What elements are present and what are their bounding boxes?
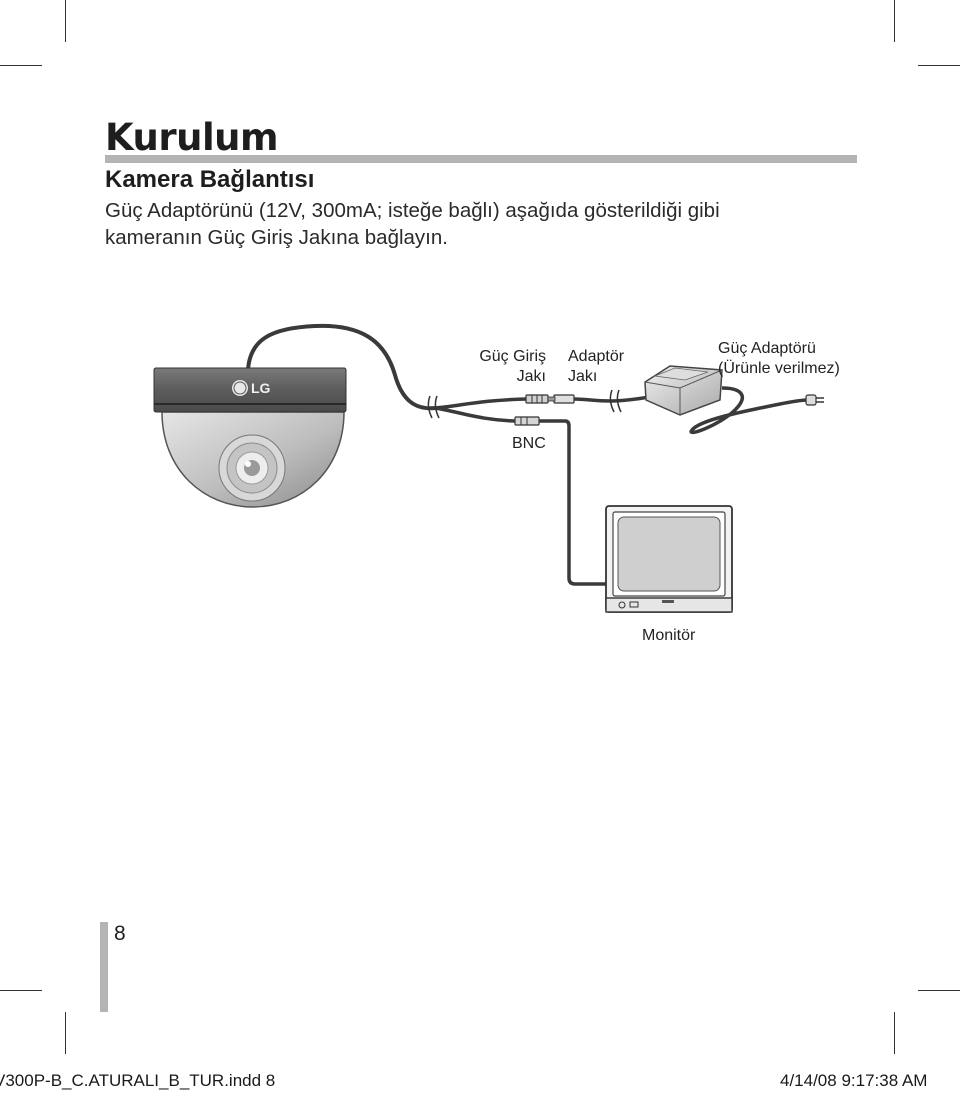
mains-cord [689,386,809,435]
slug-timestamp: 4/14/08 9:17:38 AM [780,1071,928,1090]
camera-brand-label: LG [251,380,271,396]
crop-mark [894,1012,895,1054]
camera-cable [246,323,436,411]
power-input-jack-label: Güç Giriş [479,348,546,365]
crop-mark [0,990,42,991]
connection-diagram: LG [153,323,840,644]
power-adapter-label: (Ürünle verilmez) [718,359,840,377]
crop-mark [65,0,66,42]
cable-break-icon [609,389,615,413]
slug-file-info: V300P-B_C.ATURALI_B_TUR.indd 8 [0,1071,276,1090]
video-cable [539,419,606,586]
section-heading: Kamera Bağlantısı [105,166,315,193]
power-input-jack-label: Jakı [517,368,546,385]
crop-mark [894,0,895,42]
adapter-jack-label: Adaptör [568,348,625,365]
body-text-line: kameranın Güç Giriş Jakına bağlayın. [105,226,448,249]
crop-mark [918,990,960,991]
bnc-connector-icon [514,416,540,426]
cable-break-icon [427,395,433,419]
cable-break-icon [434,395,440,419]
dome-camera-icon: LG [153,367,347,508]
power-adapter-icon [644,365,723,416]
crop-mark [65,1012,66,1054]
adapter-jack-label: Jakı [568,368,597,385]
page-number-bar [100,922,108,1012]
plug-icon [805,394,824,406]
monitor-icon [605,505,733,613]
body-text-line: Güç Adaptörünü (12V, 300mA; isteğe bağlı… [105,199,720,222]
cable-break-icon [616,389,622,413]
adapter-cable [573,391,654,403]
title-rule [105,155,857,163]
crop-mark [918,65,960,66]
adapter-jack-icon [547,394,575,404]
monitor-label: Monitör [642,627,696,644]
power-input-jack-icon [525,394,549,404]
cable-split [434,406,516,423]
bnc-label: BNC [512,435,546,452]
cable-split [434,397,529,410]
page-number: 8 [114,922,126,945]
crop-mark [0,65,42,66]
power-adapter-label: Güç Adaptörü [718,340,816,357]
page-title: Kurulum [105,116,279,159]
